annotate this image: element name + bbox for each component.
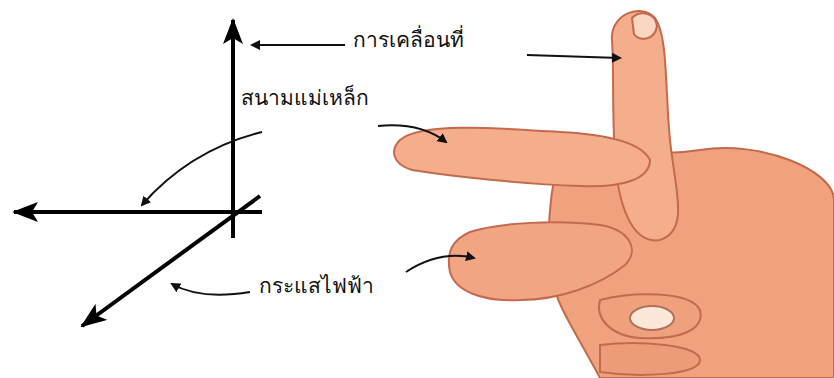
current-label: กระแสไฟฟ้า <box>256 274 377 299</box>
pointer-arrows <box>142 45 620 295</box>
motion-label: การเคลื่อนที่ <box>350 28 467 53</box>
magnetic-field-label: สนามแม่เหล็ก <box>238 86 372 111</box>
hand <box>394 11 834 378</box>
axes <box>14 20 262 326</box>
